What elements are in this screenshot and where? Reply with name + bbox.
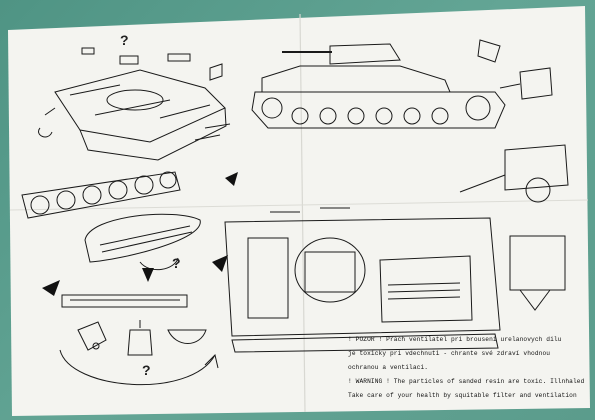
tank-top-view xyxy=(224,207,501,353)
track-link-assembly xyxy=(84,213,201,271)
warning-en-line-1: ! WARNING ! The particles of sanded resi… xyxy=(348,378,585,385)
warning-en-line-2: Take care of your health by squitable fi… xyxy=(348,392,577,399)
question-mark-bottom: ? xyxy=(142,362,151,378)
paper-sheet xyxy=(8,6,590,416)
tank-side-view xyxy=(251,39,553,129)
warning-cz-line-2: je toxicky pri vdechnuti - chrante své z… xyxy=(348,350,551,357)
warning-cz-line-3: ochranou a ventilaci. xyxy=(348,364,429,371)
question-mark-mid: ? xyxy=(172,255,181,271)
hull-exploded-view xyxy=(38,47,231,161)
question-mark-top: ? xyxy=(120,32,129,48)
warning-cz-line-1: ! POZOR ! Prach ventilatel pri brouseni … xyxy=(348,336,562,343)
trailer-view xyxy=(459,144,569,311)
detail-parts xyxy=(59,294,219,386)
direction-arrows xyxy=(42,172,238,296)
road-wheels-row xyxy=(21,171,181,219)
